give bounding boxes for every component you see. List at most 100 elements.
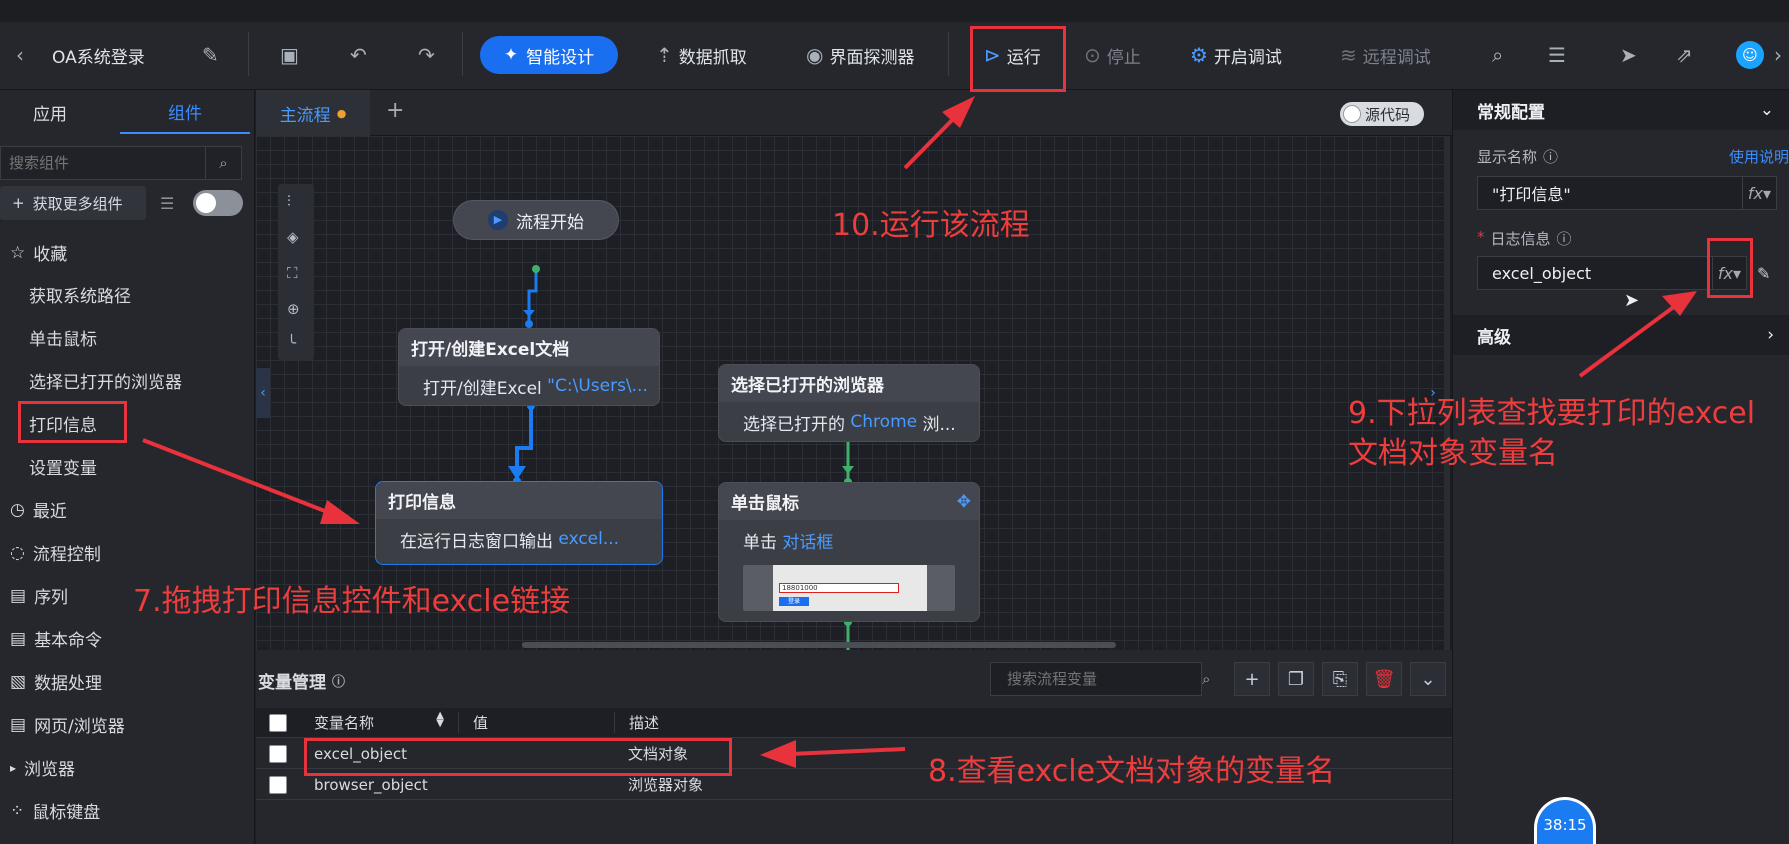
clock-icon: ◷ xyxy=(10,499,25,520)
remote-debug-button[interactable]: ≋远程调试 xyxy=(1340,38,1431,72)
table-row[interactable]: browser_object 浏览器对象 xyxy=(256,770,1452,800)
edit-title-button[interactable]: ✎ xyxy=(202,38,219,72)
layers-icon[interactable]: ◈ xyxy=(287,228,299,246)
start-debug-button[interactable]: ⚙开启调试 xyxy=(1190,38,1282,72)
redo-button[interactable]: ↷ xyxy=(418,38,435,72)
help-icon[interactable]: ⓘ xyxy=(1543,148,1559,166)
collapse-panel-button[interactable]: ⌄ xyxy=(1410,662,1446,696)
collapse-button[interactable]: › xyxy=(1774,38,1782,72)
ui-detector-button[interactable]: ◉界面探测器 xyxy=(806,38,914,72)
list-item[interactable]: 设置变量 xyxy=(29,459,97,479)
category-web-browser[interactable]: ▤网页/浏览器 xyxy=(10,712,125,738)
component-search[interactable]: ⌕ xyxy=(0,146,242,180)
log-info-value: excel_object xyxy=(1492,263,1592,283)
align-icon[interactable]: ⫶ xyxy=(287,192,291,210)
variable-name[interactable]: excel_object xyxy=(314,744,407,763)
list-item[interactable]: 单击鼠标 xyxy=(29,330,97,350)
data-capture-button[interactable]: ⇡数据抓取 xyxy=(656,38,747,72)
advanced-header[interactable]: 高级› xyxy=(1453,315,1789,355)
fx-button[interactable]: fx▾ xyxy=(1742,177,1776,209)
search-icon[interactable]: ⌕ xyxy=(1201,663,1210,695)
copy-variable-button[interactable]: ❐ xyxy=(1278,662,1314,696)
browser-node[interactable]: 选择已打开的浏览器 选择已打开的 Chrome 浏... xyxy=(718,364,980,442)
row-checkbox[interactable] xyxy=(269,775,287,794)
publish-button[interactable]: ➤ xyxy=(1620,38,1637,72)
category-flow-control[interactable]: ◌流程控制 xyxy=(10,540,101,566)
edit-expression-icon[interactable]: ✎ xyxy=(1757,264,1771,283)
list-item[interactable]: 打印信息 xyxy=(29,416,97,436)
general-config-header[interactable]: 常规配置⌄ xyxy=(1453,90,1789,130)
debug-icon: ⚙ xyxy=(1190,43,1208,67)
get-more-components-button[interactable]: +获取更多组件 xyxy=(0,186,146,220)
category-basic-commands[interactable]: ▤基本命令 xyxy=(10,626,102,652)
list-item[interactable]: 选择已打开的浏览器 xyxy=(29,373,182,393)
table-row[interactable]: excel_object 文档对象 xyxy=(256,739,1452,769)
variable-search[interactable]: ⌕ xyxy=(990,662,1210,696)
move-icon[interactable]: ✥ xyxy=(956,491,971,512)
list-view-icon[interactable]: ☰ xyxy=(160,194,175,213)
search-input[interactable] xyxy=(1,147,205,179)
chevron-down-icon: ⌄ xyxy=(1759,100,1774,120)
variable-desc[interactable]: 文档对象 xyxy=(628,745,689,763)
node-param: "C:\Users\... xyxy=(547,376,648,396)
ui-detector-label: 界面探测器 xyxy=(829,47,915,68)
sort-icon[interactable]: ▲▼ xyxy=(436,710,444,729)
print-node[interactable]: 打印信息 在运行日志窗口输出 excel... xyxy=(375,481,663,565)
category-recent[interactable]: ◷最近 xyxy=(10,497,67,523)
flow-start-node[interactable]: ▶流程开始 xyxy=(453,200,619,240)
flow-canvas[interactable]: ⫶ ◈ ⛶ ⊕ ╰ ‹ › ▶流程开始 打开/创建Excel文档 打开/创建Ex… xyxy=(256,136,1450,650)
add-variable-button[interactable]: + xyxy=(1234,662,1270,696)
variable-search-input[interactable] xyxy=(991,663,1201,695)
assistant-button[interactable]: ☺ xyxy=(1736,38,1764,72)
tab-components[interactable]: 组件 xyxy=(120,90,250,134)
help-link[interactable]: 使用说明 xyxy=(1729,148,1789,166)
select-all-checkbox[interactable] xyxy=(269,713,287,732)
category-favorites[interactable]: ☆收藏 xyxy=(10,240,67,266)
expand-right-icon[interactable]: › xyxy=(1430,385,1436,401)
fit-screen-icon[interactable]: ⛶ xyxy=(287,264,298,282)
expand-left-icon[interactable]: ‹ xyxy=(256,368,270,418)
search-button[interactable]: ⌕ xyxy=(1492,38,1503,72)
column-header-name[interactable]: 变量名称▲▼ xyxy=(300,710,458,733)
row-checkbox[interactable] xyxy=(269,744,287,763)
view-toggle[interactable] xyxy=(193,190,243,216)
fx-dropdown-button[interactable]: fx▾ xyxy=(1712,257,1746,289)
zoom-icon[interactable]: ⊕ xyxy=(287,300,300,318)
help-icon[interactable]: ⓘ xyxy=(332,675,346,690)
get-more-label: 获取更多组件 xyxy=(32,194,123,213)
tab-main-flow[interactable]: 主流程● xyxy=(256,90,370,136)
variable-desc[interactable]: 浏览器对象 xyxy=(628,776,704,794)
node-body: 选择已打开的 Chrome 浏... xyxy=(719,402,979,441)
vertical-scrollbar[interactable] xyxy=(1444,136,1450,650)
help-icon[interactable]: ⓘ xyxy=(1556,230,1572,248)
tab-apps[interactable]: 应用 xyxy=(33,104,67,125)
add-tab-button[interactable]: + xyxy=(386,98,405,123)
horizontal-scrollbar[interactable] xyxy=(522,642,1116,648)
save-button[interactable]: ▣ xyxy=(280,38,299,72)
category-data-processing[interactable]: ▧数据处理 xyxy=(10,669,102,695)
paste-variable-button[interactable]: ⎘ xyxy=(1322,662,1358,696)
back-button[interactable]: ‹ xyxy=(16,38,24,72)
smart-design-button[interactable]: ✦智能设计 xyxy=(480,36,618,74)
connector-style-icon[interactable]: ╰ xyxy=(287,334,297,352)
search-icon[interactable]: ⌕ xyxy=(205,147,241,179)
click-node[interactable]: 单击鼠标✥ 单击 对话框 18801000 登录 xyxy=(718,482,980,622)
log-info-input[interactable]: excel_object fx▾ xyxy=(1477,256,1747,290)
export-button[interactable]: ⇗ xyxy=(1676,38,1693,72)
source-code-toggle[interactable]: 源代码 xyxy=(1340,102,1424,126)
send-icon: ➤ xyxy=(1620,43,1637,67)
excel-node[interactable]: 打开/创建Excel文档 打开/创建Excel "C:\Users\... xyxy=(398,328,660,406)
category-mouse-keyboard[interactable]: ⁘鼠标键盘 xyxy=(10,798,100,824)
variable-name[interactable]: browser_object xyxy=(314,775,428,794)
run-button[interactable]: ⊳运行 xyxy=(984,38,1041,72)
category-sequence[interactable]: ▤序列 xyxy=(10,583,68,609)
undo-button[interactable]: ↶ xyxy=(350,38,367,72)
list-item[interactable]: 获取系统路径 xyxy=(29,287,131,307)
data-icon: ▧ xyxy=(10,671,27,692)
category-browser[interactable]: ▸浏览器 xyxy=(10,755,75,780)
display-name-input[interactable]: "打印信息"fx▾ xyxy=(1477,176,1777,210)
log-button[interactable]: ☰ xyxy=(1548,38,1566,72)
delete-variable-button[interactable]: 🗑 xyxy=(1366,662,1402,696)
stop-button[interactable]: ⊙停止 xyxy=(1084,38,1141,72)
